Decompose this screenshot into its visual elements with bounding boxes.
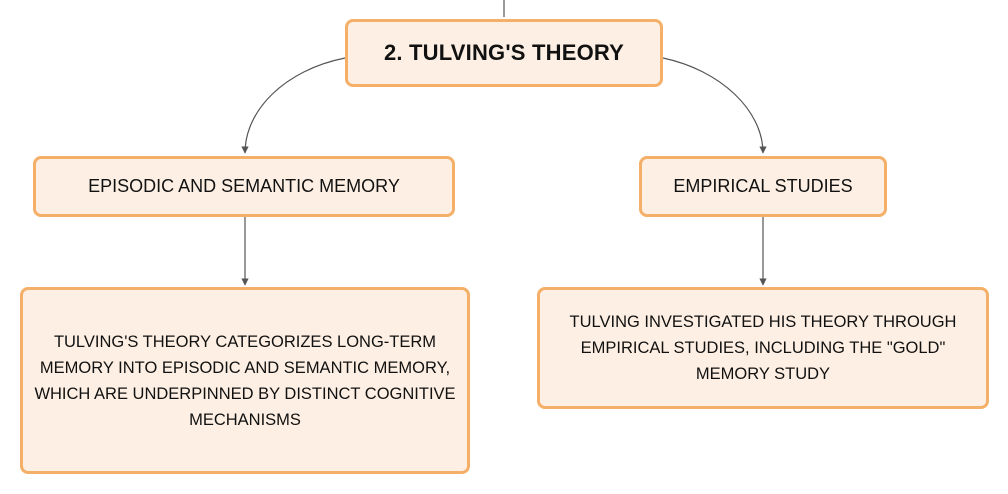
root-node[interactable]: 2. TULVING'S THEORY [345, 19, 663, 87]
episodic-semantic-detail-text: TULVING'S THEORY CATEGORIZES LONG-TERM M… [34, 332, 456, 429]
empirical-studies-node[interactable]: EMPIRICAL STUDIES [639, 156, 887, 217]
root-node-label: 2. TULVING'S THEORY [383, 40, 625, 65]
connector-root-to-empirical [662, 57, 767, 154]
empirical-studies-detail-node[interactable]: TULVING INVESTIGATED HIS THEORY THROUGH … [537, 287, 989, 409]
episodic-semantic-memory-label: EPISODIC AND SEMANTIC MEMORY [88, 176, 400, 196]
connector-root-to-episodic [241, 57, 346, 154]
empirical-studies-label: EMPIRICAL STUDIES [673, 176, 853, 196]
empirical-studies-detail-text: TULVING INVESTIGATED HIS THEORY THROUGH … [569, 313, 957, 383]
episodic-semantic-memory-node[interactable]: EPISODIC AND SEMANTIC MEMORY [33, 156, 455, 217]
episodic-semantic-detail-node[interactable]: TULVING'S THEORY CATEGORIZES LONG-TERM M… [20, 287, 470, 474]
